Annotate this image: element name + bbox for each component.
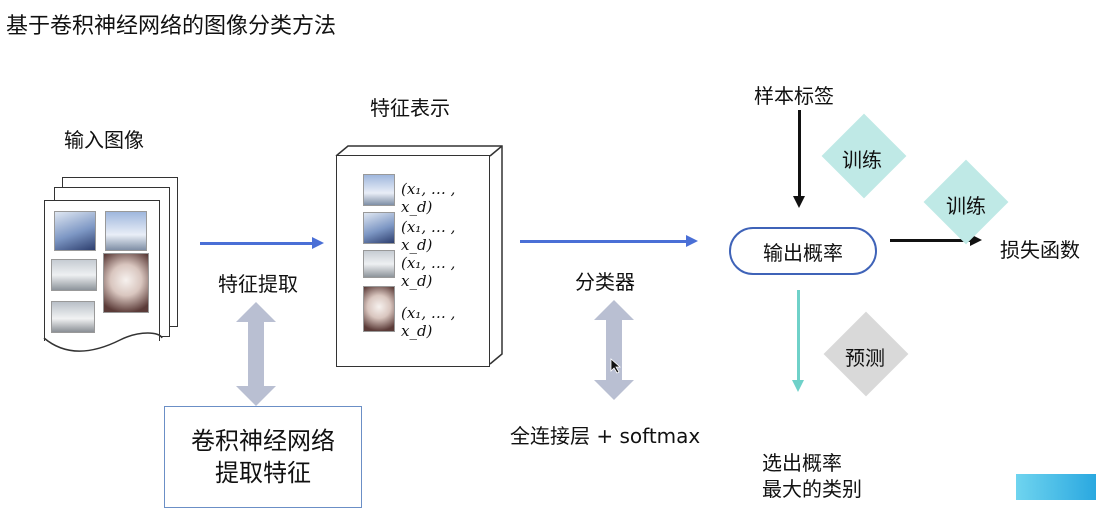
arrow-head-to-classifier	[686, 235, 698, 247]
page-title: 基于卷积神经网络的图像分类方法	[6, 14, 337, 39]
arrow-to-prediction	[797, 290, 800, 382]
train-label-1: 训练	[842, 148, 882, 172]
cnn-box-line1: 卷积神经网络	[191, 427, 335, 455]
output-probability-node: 输出概率	[729, 227, 877, 275]
arrow-to-classifier	[520, 240, 686, 243]
feature-vector-3: (x₁, … , x_d)	[401, 254, 456, 290]
arrow-sample-to-prob	[798, 110, 801, 198]
loss-function-label: 损失函数	[1000, 238, 1080, 262]
sample-label: 样本标签	[754, 84, 834, 108]
stack-page-front	[44, 200, 160, 341]
feature-vector-2: (x₁, … , x_d)	[401, 218, 456, 254]
train-label-2: 训练	[946, 194, 986, 218]
select-line2: 最大的类别	[762, 477, 862, 501]
mouse-cursor-icon	[610, 358, 622, 374]
select-line1: 选出概率	[762, 451, 842, 475]
image-thumb-jet	[51, 259, 97, 291]
classifier-label: 分类器	[575, 270, 635, 294]
feature-thumb-4	[363, 286, 395, 332]
feature-representation-box: (x₁, … , x_d) (x₁, … , x_d) (x₁, … , x_d…	[336, 155, 490, 367]
feature-thumb-3	[363, 250, 395, 278]
cnn-box-line2: 提取特征	[215, 459, 311, 487]
select-max-class-label: 选出概率 最大的类别	[762, 450, 862, 502]
arrow-head-to-features	[312, 237, 324, 249]
double-arrow-classifier	[594, 300, 634, 400]
feature-repr-label: 特征表示	[370, 96, 450, 120]
arrow-to-loss	[890, 239, 972, 242]
feature-extract-label: 特征提取	[218, 272, 298, 296]
cnn-feature-box: 卷积神经网络 提取特征	[164, 406, 362, 508]
feature-box-3d-edges	[335, 145, 503, 365]
double-arrow-cnn	[236, 302, 276, 406]
image-thumb-airplane-2	[105, 211, 147, 251]
feature-vector-1: (x₁, … , x_d)	[401, 180, 456, 216]
arrow-head-sample	[793, 196, 805, 208]
arrow-head-prediction	[792, 380, 804, 392]
image-thumb-jet-2	[51, 301, 95, 333]
corner-widget[interactable]	[1016, 474, 1096, 500]
feature-thumb-1	[363, 174, 395, 206]
image-thumb-cake	[103, 253, 149, 313]
feature-vector-4: (x₁, … , x_d)	[401, 304, 456, 340]
input-image-label: 输入图像	[64, 128, 144, 152]
page-wave-edge	[43, 332, 163, 352]
predict-label: 预测	[845, 346, 885, 370]
image-thumb-airplane	[54, 211, 96, 251]
feature-thumb-2	[363, 212, 395, 244]
arrow-to-features	[200, 242, 312, 245]
fc-softmax-label: 全连接层 + softmax	[510, 424, 701, 448]
